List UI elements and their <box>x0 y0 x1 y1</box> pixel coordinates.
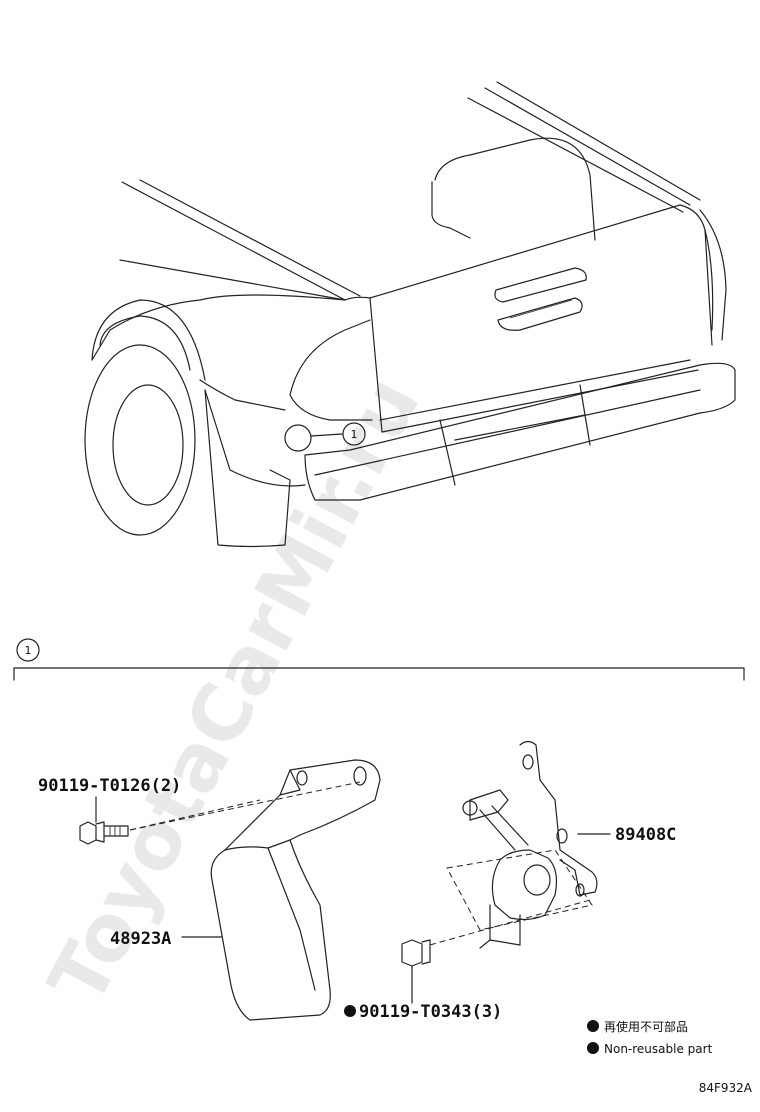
part-label-sensor: 89408C <box>615 825 676 845</box>
bolt-bottom <box>401 939 431 1004</box>
bracket-part <box>181 759 381 1021</box>
height-sensor-part <box>429 740 611 949</box>
figure-code: 84F932A <box>699 1081 753 1095</box>
non-reusable-dot <box>344 1005 356 1017</box>
callout-marker-detail <box>16 638 40 662</box>
legend-text-en: Non-reusable part <box>604 1042 713 1056</box>
bolt-top <box>79 781 361 845</box>
vehicle-rear-illustration: 1 <box>84 81 736 548</box>
legend: 再使用不可部品 Non-reusable part <box>587 1019 713 1056</box>
callout-marker-top <box>342 422 366 446</box>
part-label-bracket: 48923A <box>110 929 171 949</box>
mounting-location-marker <box>284 424 312 452</box>
part-label-bolt-bottom: 90119-T0343(3) <box>359 1002 502 1022</box>
legend-dot-ja <box>587 1020 599 1032</box>
callout-number-detail: 1 <box>25 644 32 657</box>
legend-dot-en <box>587 1042 599 1054</box>
part-label-bolt-top: 90119-T0126(2) <box>38 776 181 796</box>
callout-number-top: 1 <box>351 428 358 441</box>
legend-text-ja: 再使用不可部品 <box>604 1019 688 1034</box>
detail-section-header: 1 <box>13 638 745 681</box>
